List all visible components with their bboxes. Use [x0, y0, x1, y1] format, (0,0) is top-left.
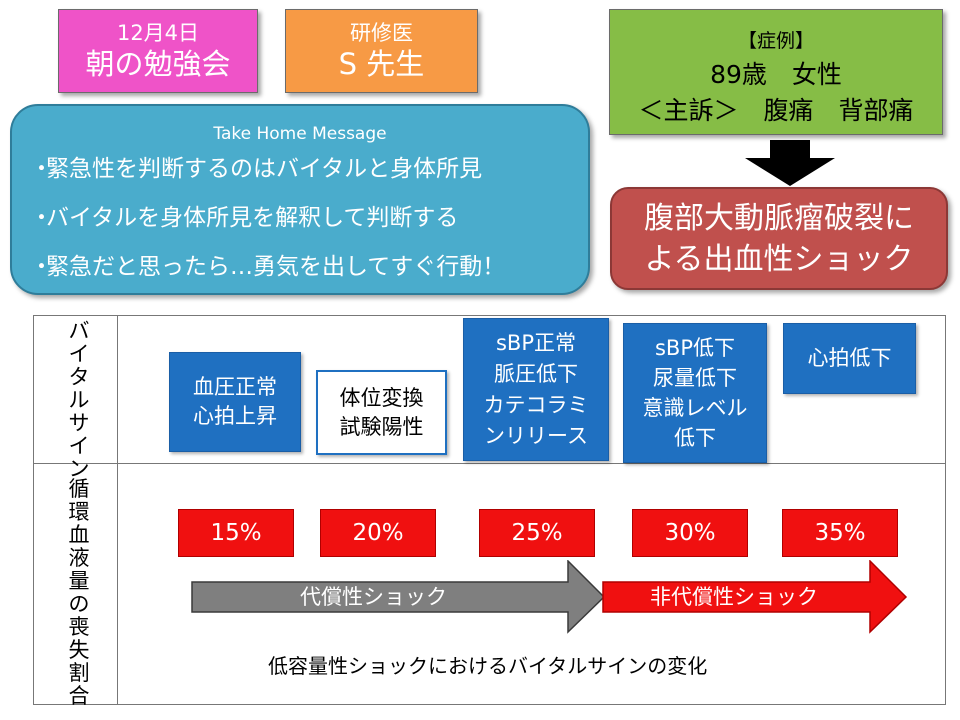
date-tag: 12月4日 朝の勉強会	[58, 9, 258, 93]
diagnosis-box: 腹部大動脈瘤破裂に よる出血性ショック	[610, 187, 948, 290]
presenter-name: S 先生	[338, 47, 425, 81]
row-header-char: イ	[68, 434, 90, 458]
row-header-char: 合	[68, 684, 90, 708]
row-header-char: の	[68, 592, 90, 616]
vital-box-1: 血圧正常 心拍上昇	[169, 352, 301, 452]
vital-box-line: 心拍上昇	[193, 404, 277, 428]
take-home-title: Take Home Message	[213, 124, 387, 144]
vital-box-line: 低下	[674, 426, 716, 450]
row-header-char: タ	[68, 365, 90, 389]
presenter-tag: 研修医 S 先生	[285, 9, 478, 93]
compensated-arrow-icon	[191, 560, 606, 634]
session-title: 朝の勉強会	[85, 47, 231, 81]
row-header-char: ル	[68, 388, 90, 412]
row-header-char: 量	[68, 569, 90, 593]
percent-box: 20%	[320, 509, 436, 557]
compensated-shock-label: 代償性ショック	[300, 585, 447, 609]
take-home-message-box: Take Home Message ・緊急性を判断するのはバイタルと身体所見 ・…	[10, 104, 590, 295]
row-header-char: 循	[68, 477, 90, 501]
percent-box: 35%	[782, 509, 898, 557]
chief-complaint: ＜主訴＞ 腹痛 背部痛	[638, 96, 914, 125]
vital-box-line: 脈圧低下	[494, 361, 578, 386]
down-arrow-icon	[745, 140, 835, 186]
vital-box-line: sBP低下	[654, 336, 735, 360]
shock-phase-arrows	[191, 560, 908, 634]
patient-info: 89歳 女性	[710, 60, 842, 89]
take-home-item: ・バイタルを身体所見を解釈して判断する	[30, 207, 458, 230]
take-home-item-text: バイタルを身体所見を解釈して判断する	[46, 205, 459, 231]
decompensated-arrow-icon	[602, 560, 908, 634]
row-header-char: サ	[68, 411, 90, 435]
row-header-char: バ	[68, 319, 90, 343]
vital-box-line: 心拍低下	[807, 346, 892, 370]
percent-box: 15%	[178, 509, 294, 557]
vital-sign-table-frame	[33, 315, 946, 705]
vital-box-2: 体位変換 試験陽性	[316, 370, 447, 455]
row-header-char: イ	[68, 342, 90, 366]
vital-box-5: 心拍低下	[783, 323, 916, 394]
vital-box-line: sBP正常	[495, 330, 576, 355]
figure-caption: 低容量性ショックにおけるバイタルサインの変化	[268, 654, 708, 678]
vital-box-line: ンリリース	[484, 423, 588, 448]
bullet: ・	[30, 254, 53, 280]
vital-box-line: 尿量低下	[653, 366, 737, 390]
case-label: 【症例】	[737, 30, 814, 52]
bullet: ・	[30, 205, 53, 231]
case-box: 【症例】 89歳 女性 ＜主訴＞ 腹痛 背部痛	[609, 9, 943, 135]
row-header-char: ン	[68, 457, 90, 481]
row-header-char: 割	[68, 661, 90, 685]
take-home-item-text: 緊急だと思ったら…勇気を出してすぐ行動！	[46, 254, 506, 280]
row-header-char: 液	[68, 546, 90, 570]
percent-box: 25%	[479, 509, 595, 557]
row-header-blood-loss: 循環血液量の喪失割合	[67, 478, 91, 708]
vital-box-line: 意識レベル	[642, 396, 748, 420]
row-header-char: 喪	[68, 615, 90, 639]
row-header-vital-signs: バイタルサイン	[67, 320, 91, 481]
diagnosis-line-2: よる出血性ショック	[644, 241, 914, 277]
take-home-item: ・緊急だと思ったら…勇気を出してすぐ行動！	[30, 256, 505, 279]
diagnosis-line-1: 腹部大動脈瘤破裂に	[644, 200, 914, 236]
row-header-char: 血	[68, 523, 90, 547]
percent-box: 30%	[632, 509, 748, 557]
take-home-item-text: 緊急性を判断するのはバイタルと身体所見	[46, 156, 483, 182]
vital-box-line: 体位変換	[339, 385, 424, 410]
row-header-char: 環	[68, 500, 90, 524]
row-header-char: 失	[68, 638, 90, 662]
bullet: ・	[30, 156, 53, 182]
date-text: 12月4日	[116, 20, 200, 45]
vital-box-4: sBP低下 尿量低下 意識レベル 低下	[623, 323, 767, 463]
take-home-item: ・緊急性を判断するのはバイタルと身体所見	[30, 158, 482, 181]
vital-box-line: 血圧正常	[193, 375, 277, 399]
role-text: 研修医	[350, 20, 413, 45]
vital-box-line: 試験陽性	[339, 414, 424, 439]
vital-box-3: sBP正常 脈圧低下 カテコラミ ンリリース	[463, 318, 609, 461]
decompensated-shock-label: 非代償性ショック	[650, 585, 818, 609]
vital-box-line: カテコラミ	[483, 392, 589, 417]
